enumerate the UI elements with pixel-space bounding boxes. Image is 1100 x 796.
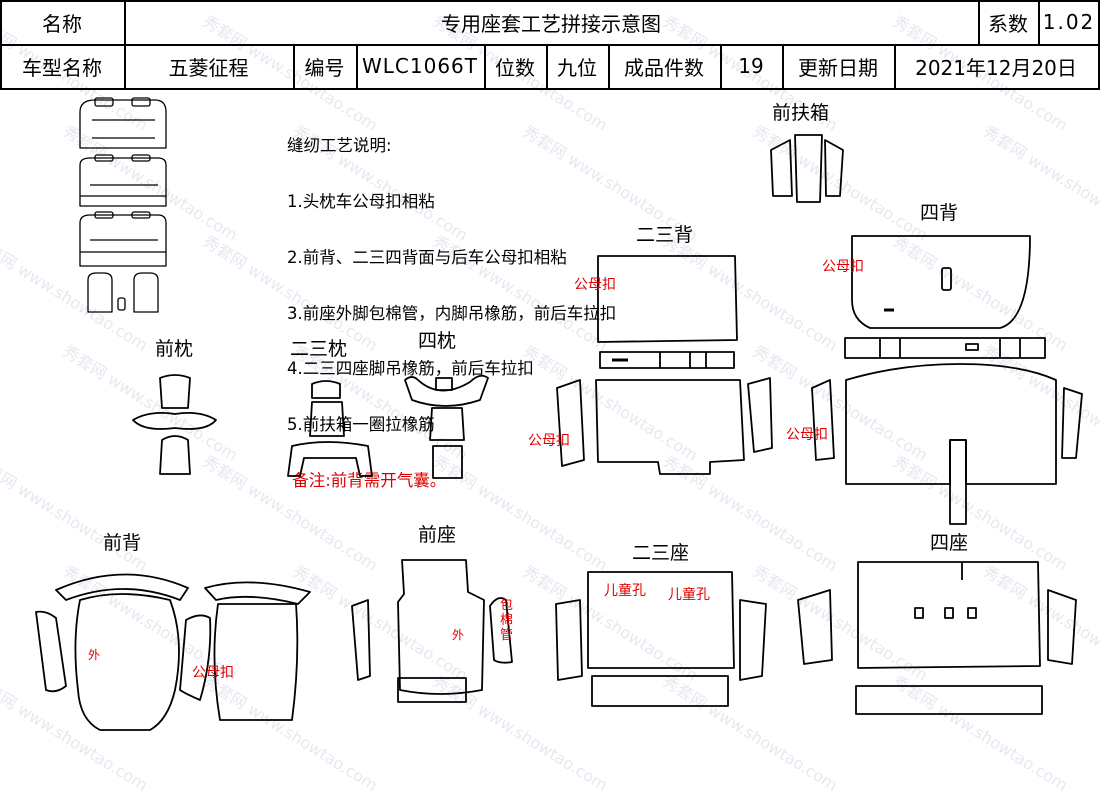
label-front-seat: 前座: [418, 524, 457, 546]
code-label: 编号: [304, 55, 345, 80]
label-two-three-back: 二三背: [636, 224, 694, 246]
annotation-snap: 公母扣: [528, 433, 570, 449]
notes-item: 3.前座外脚包棉管，内脚吊橡筋，前后车拉扣: [287, 303, 617, 323]
label-four-back: 四背: [920, 202, 959, 224]
notes-item: 4.二三四座脚吊橡筋，前后车拉扣: [287, 359, 534, 379]
label-front-box: 前扶箱: [772, 102, 830, 124]
label-two-three-pillow: 二三枕: [290, 338, 348, 360]
code-value: WLC1066T: [362, 54, 478, 78]
four-seat-pieces: [797, 561, 1077, 715]
annotation-child-hole: 儿童孔: [604, 583, 646, 599]
front-box-pieces: [770, 134, 844, 203]
front-seat-pieces: [351, 559, 513, 703]
annotation-child-hole: 儿童孔: [668, 587, 710, 603]
name-label: 名称: [42, 11, 82, 36]
sewing-notes: 缝纫工艺说明: 1.头枕车公母扣相粘 2.前背、二三四背面与后车公母扣相粘 3.…: [287, 100, 616, 509]
model-label: 车型名称: [22, 55, 102, 80]
annotation-cotton-tube: 包 棉 管: [500, 598, 514, 643]
annotation-snap: 公母扣: [822, 259, 864, 275]
notes-title: 缝纫工艺说明:: [287, 136, 392, 156]
four-pillow-pieces: [404, 374, 489, 479]
annotation-outer: 外: [88, 648, 101, 662]
notes-item: 5.前扶箱一圈拉橡筋: [287, 415, 435, 435]
model-value: 五菱征程: [168, 55, 249, 80]
seats-value: 九位: [557, 55, 597, 80]
pattern-drawing: [35, 97, 1083, 731]
header-table: 名称 专用座套工艺拼接示意图 系数 1.02 车型名称 五菱征程 编号 WLC1…: [0, 0, 1100, 90]
pieces-value: 19: [738, 54, 764, 78]
annotation-outer: 外: [452, 628, 465, 642]
label-four-seat: 四座: [930, 532, 969, 554]
seats-label: 位数: [495, 55, 535, 80]
page-title: 专用座套工艺拼接示意图: [441, 11, 661, 36]
label-two-three-seat: 二三座: [632, 542, 690, 564]
notes-remark: 备注:前背需开气囊。: [287, 470, 447, 490]
two-three-seat-pieces: [555, 571, 767, 707]
two-three-pillow-pieces: [287, 380, 373, 477]
annotation-snap: 公母扣: [786, 427, 828, 443]
notes-item: 2.前背、二三四背面与后车公母扣相粘: [287, 247, 567, 267]
notes-item: 1.头枕车公母扣相粘: [287, 191, 435, 211]
coef-label: 系数: [988, 11, 1028, 36]
front-back-pieces: [35, 573, 311, 731]
coef-value: 1.02: [1042, 10, 1096, 34]
seat-overview-thumbnails: [79, 97, 167, 313]
pieces-label: 成品件数: [624, 55, 704, 80]
front-pillow-pieces: [132, 374, 217, 475]
annotation-snap: 公母扣: [192, 665, 234, 681]
label-front-pillow: 前枕: [155, 338, 194, 360]
label-four-pillow: 四枕: [418, 330, 457, 352]
four-back-pieces: [811, 235, 1083, 525]
date-value: 2021年12月20日: [915, 55, 1077, 80]
two-three-back-pieces: [556, 255, 773, 475]
label-front-back: 前背: [103, 532, 142, 554]
date-label: 更新日期: [798, 55, 878, 80]
annotation-snap: 公母扣: [574, 277, 616, 293]
